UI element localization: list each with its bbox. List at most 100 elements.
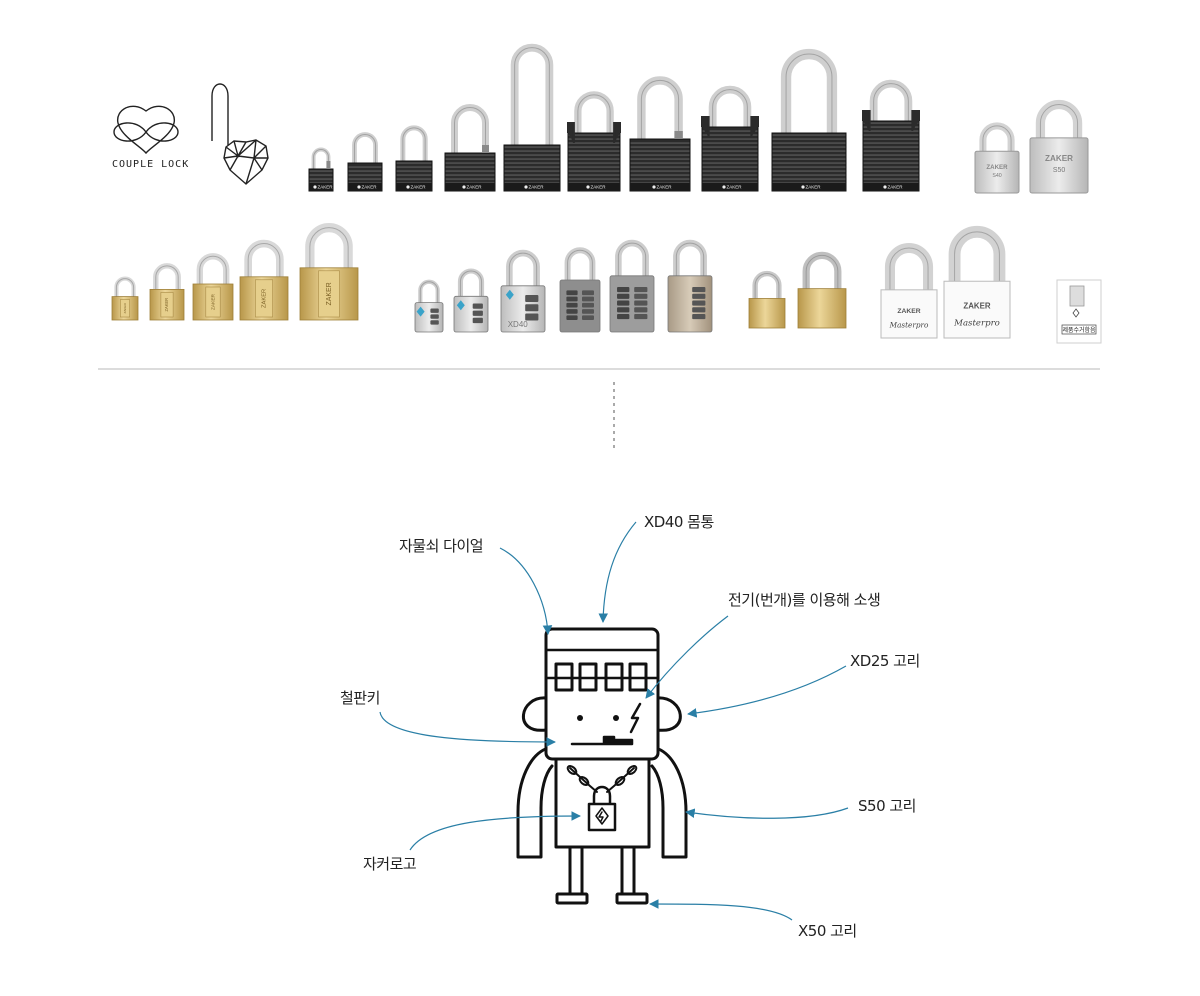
dial-wheel [566,290,578,296]
lock-shackle [637,76,683,143]
brass-padlock: ZAKER [299,223,359,321]
character-foot-right [615,892,649,905]
script-text: Masterpro [889,320,929,329]
lock-shackle [802,251,842,293]
couple-lock-logo-text: COUPLE LOCK [112,159,190,170]
lock-body [797,288,847,329]
label-lightning: 전기(번개)를 이용해 소생 [728,591,881,609]
brand-text: ZAKER [326,282,333,305]
lock-body [1029,137,1089,194]
lock-body [701,126,759,192]
dial-wheel [582,315,594,321]
dial-wheel [617,314,630,320]
brand-text: ZAKER [897,308,920,315]
lock-brand-strip [309,183,333,191]
dial-wheel [634,293,648,299]
lock-shackle [574,91,614,137]
brand-text: ZAKER [1045,154,1073,163]
brass-padlock [748,270,786,329]
lock-body [943,280,1011,339]
brand-text: ZAKER [317,185,333,190]
brass-padlock: ZAKER [192,253,234,321]
lock-shackle [780,48,838,137]
combination-padlock [609,239,655,333]
dial-wheel [634,314,648,320]
lock-brand-strip [504,183,560,191]
dial-wheel [582,302,594,308]
lock-body [771,132,847,192]
brand-text: ZAKER [466,185,482,190]
masterpro-padlock: ZAKER Masterpro [880,242,938,339]
brand-text: ZAKER [805,185,821,190]
label-logo: 자커로고 [363,855,417,873]
brand-text: ZAKER [210,293,216,310]
arrow-body [598,521,637,623]
zaker-logo-icon [1072,308,1080,318]
black-laminated-padlock: ZAKER [503,43,561,192]
black-laminated-padlock: ZAKER [771,48,847,192]
dial-wheel [566,302,578,308]
combination-padlock [414,279,444,333]
brand-text: ZAKER [963,301,991,310]
arrow-dial [499,547,553,635]
heart-lock-icon [211,83,269,185]
label-ear: XD25 고리 [850,652,920,670]
dial-wheel [472,317,483,324]
brand-text: ZAKER [164,298,169,312]
character-head [544,627,660,761]
lock-shackle [510,43,554,149]
arrow-ear [687,665,847,718]
lock-body [567,132,621,192]
brass-padlock: ZAKER [149,263,185,321]
dial-wheel [566,296,578,302]
dial-wheel [430,308,439,313]
brand-text: ZAKER [590,185,606,190]
package-label: 제품수거함음 [1062,326,1096,334]
character-leg-left [568,845,584,897]
black-laminated-padlock: ZAKER [701,85,759,192]
dial-wheel [566,309,578,314]
lock-shackle [869,79,913,125]
dial-wheel [566,315,578,321]
key-mouth [570,735,634,746]
annotation-arrows [379,521,849,921]
black-laminated-padlock: ZAKER [567,91,621,192]
dial-wheel [692,287,706,293]
script-text: Masterpro [953,319,1000,329]
dial-wheel [430,320,439,325]
black-laminated-padlock: ZAKER [347,132,383,192]
zaker-logo-icon [505,289,514,300]
dial-wheel [634,287,648,293]
lock-brand-strip [396,183,432,191]
lock-character [516,627,688,905]
lightning-icon [629,702,642,734]
brand-text: ZAKER [986,164,1008,171]
dial-wheel [525,304,539,312]
lock-body [748,298,786,329]
black-laminated-padlock: ZAKER [308,147,334,192]
zaker-logo-icon [416,306,425,317]
dial-wheel [430,314,439,319]
lock-body [629,138,691,192]
dial-wheel [525,313,539,321]
lock-shackle [948,225,1006,286]
dial-wheel [472,303,483,309]
label-body: XD40 몸통 [644,513,714,531]
dial-wheel [582,309,594,314]
lock-brand-strip [702,183,758,191]
dial-wheel [582,290,594,296]
lock-shackle [564,247,596,284]
brand-text: ZAKER [123,302,127,313]
brass-padlock: ZAKER [111,276,139,321]
combination-padlock: XD40 [500,249,546,333]
dial-wheel [692,293,706,299]
brand-text: ZAKER [528,185,544,190]
lock-shackle [244,239,284,281]
label-leg: X50 고리 [798,922,857,940]
brand-text: ZAKER [410,185,426,190]
dial-wheel [617,300,630,306]
